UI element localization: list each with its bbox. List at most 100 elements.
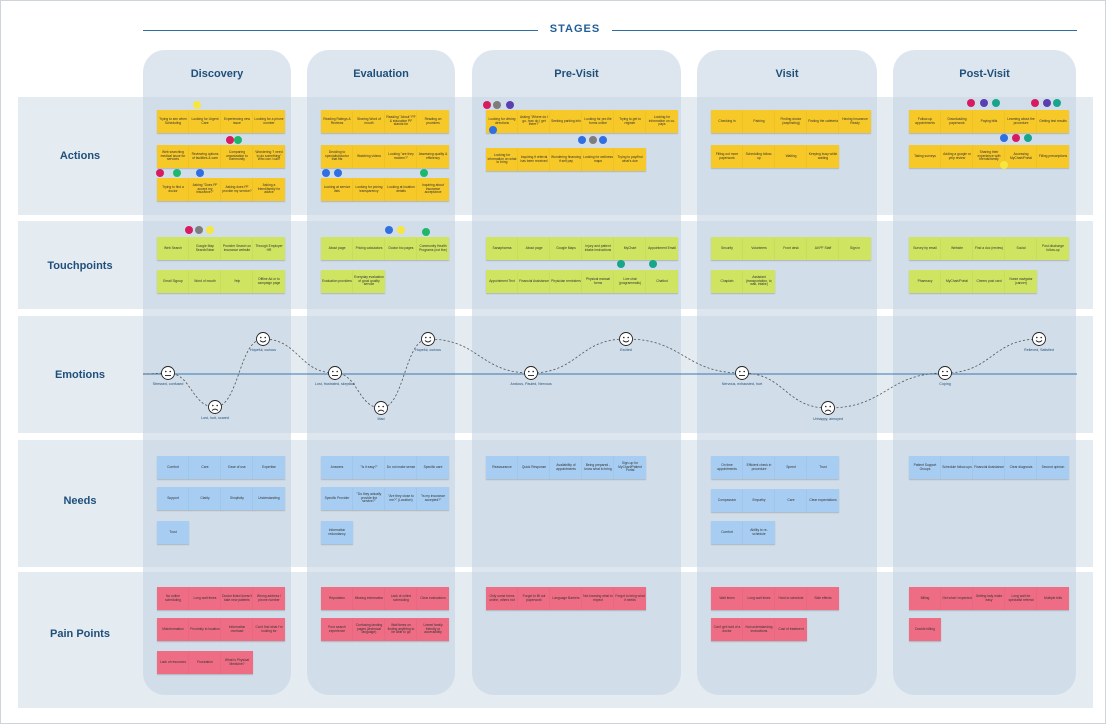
sticky-note-action[interactable]: Web searching medical issue for services	[157, 145, 189, 168]
sticky-note-touch[interactable]: Evaluation providers	[321, 270, 353, 293]
sticky-note-pain[interactable]: Lack of resources	[157, 651, 189, 674]
sticky-note-pain[interactable]: Can't find what I'm looking for	[253, 618, 285, 641]
sticky-note-action[interactable]: Finding doctor (wayfinding)	[775, 110, 807, 133]
sticky-note-action[interactable]: Deciding to specialist/doctor that fits	[321, 145, 353, 168]
sticky-note-action[interactable]: Looking for Urgent Care	[189, 110, 221, 133]
sticky-note-pain[interactable]: Frustration	[189, 651, 221, 674]
sticky-note-pain[interactable]: Cost of treatment	[775, 618, 807, 641]
sticky-note-touch[interactable]: Post discharge follow-up	[1037, 237, 1069, 260]
sticky-note-need[interactable]: Understanding	[253, 487, 285, 510]
sticky-note-pain[interactable]: Multiple bills	[1037, 587, 1069, 610]
sticky-note-action[interactable]: Looking for information on what to bring	[486, 148, 518, 171]
sticky-note-need[interactable]: Care	[775, 489, 807, 512]
sticky-note-touch[interactable]: Appointment Text	[486, 270, 518, 293]
sticky-note-need[interactable]: Ability to re-schedule	[743, 521, 775, 544]
sticky-note-touch[interactable]: Google Map Search/Near	[189, 237, 221, 260]
sticky-note-action[interactable]: Getting test results	[1037, 110, 1069, 133]
sticky-note-action[interactable]: Sharing Word of mouth	[353, 110, 385, 133]
sticky-note-action[interactable]: Scheduling follow-up	[743, 145, 775, 168]
sticky-note-action[interactable]: Asking a friend/family for advice	[253, 178, 285, 201]
sticky-note-need[interactable]: Specific care	[417, 456, 449, 479]
sticky-note-touch[interactable]: Find a doc (review)	[973, 237, 1005, 260]
sticky-note-need[interactable]: Being prepared - know what to bring	[582, 456, 614, 479]
sticky-note-touch[interactable]: Injury and patient intake instructions	[582, 237, 614, 260]
sticky-note-need[interactable]: Do not make sense	[385, 456, 417, 479]
sticky-note-need[interactable]: Simplicity	[221, 487, 253, 510]
sticky-note-action[interactable]: Wondering "I need to do something" Who c…	[253, 145, 285, 168]
sticky-note-action[interactable]: Filling out more paperwork	[711, 145, 743, 168]
sticky-note-touch[interactable]: Everyday evaluation of good quality serv…	[353, 270, 385, 293]
sticky-note-touch[interactable]: Web Search	[157, 237, 189, 260]
sticky-note-pain[interactable]: Poor search experience	[321, 618, 353, 641]
sticky-note-pain[interactable]: Missing information	[353, 587, 385, 610]
sticky-note-touch[interactable]: Pharmacy	[909, 270, 941, 293]
sticky-note-pain[interactable]: Billing	[909, 587, 941, 610]
sticky-note-pain[interactable]: Getting lady make easy	[973, 587, 1005, 610]
sticky-note-action[interactable]: Checking in	[711, 110, 743, 133]
sticky-note-need[interactable]: "Is it easy?"	[353, 456, 385, 479]
sticky-note-pain[interactable]: What is Physical Medicine?	[221, 651, 253, 674]
sticky-note-action[interactable]: Trying to get to register	[614, 110, 646, 133]
sticky-note-need[interactable]: Specific Provider	[321, 487, 353, 510]
sticky-note-touch[interactable]: Physician reminders	[550, 270, 582, 293]
sticky-note-action[interactable]: Watching videos	[353, 145, 385, 168]
sticky-note-touch[interactable]: Pricing calculators	[353, 237, 385, 260]
sticky-note-action[interactable]: Experiencing new issue	[221, 110, 253, 133]
sticky-note-pain[interactable]: Wrong address / phone number	[253, 587, 285, 610]
sticky-note-touch[interactable]: Word of mouth	[189, 270, 221, 293]
sticky-note-touch[interactable]: Nurse navigator (cancer)	[1005, 270, 1037, 293]
sticky-note-touch[interactable]: MyChart	[614, 237, 646, 260]
sticky-note-need[interactable]: Reassurance	[486, 456, 518, 479]
sticky-note-need[interactable]: Answers	[321, 456, 353, 479]
sticky-note-pain[interactable]: Doctor listed doesn't take new patients	[221, 587, 253, 610]
sticky-note-pain[interactable]: Wait times	[711, 587, 743, 610]
sticky-note-action[interactable]: Looking "are they modern?"	[385, 145, 417, 168]
sticky-note-need[interactable]: Speed	[775, 456, 807, 479]
sticky-note-touch[interactable]: Cheers post card	[973, 270, 1005, 293]
sticky-note-action[interactable]: Paying bills	[973, 110, 1005, 133]
sticky-note-need[interactable]: "Is my insurance accepted?"	[417, 487, 449, 510]
sticky-note-action[interactable]: Wondering financing if self pay	[550, 148, 582, 171]
sticky-note-pain[interactable]: Proximity to location	[189, 618, 221, 641]
sticky-note-pain[interactable]: Lack of online scheduling	[385, 587, 417, 610]
sticky-note-need[interactable]: On time appointments	[711, 456, 743, 479]
sticky-note-touch[interactable]: Through Employer HR	[253, 237, 285, 260]
sticky-note-pain[interactable]: Forgot to bring what it needs	[614, 587, 646, 610]
sticky-note-need[interactable]: Schedule follow-ups	[941, 456, 973, 479]
sticky-note-touch[interactable]: Offline Ad or to campaign page	[253, 270, 285, 293]
sticky-note-touch[interactable]: Survey by email	[909, 237, 941, 260]
sticky-note-action[interactable]: Inquiring about insurance acceptance	[417, 178, 449, 201]
sticky-note-action[interactable]: Looking for pricing transparency	[353, 178, 385, 201]
sticky-note-action[interactable]: Asking "Does PF accept my insurance?"	[189, 178, 221, 201]
sticky-note-touch[interactable]: Front desk	[775, 237, 807, 260]
sticky-note-pain[interactable]: Only some forms online, others not	[486, 587, 518, 610]
sticky-note-touch[interactable]: Appointment Email	[646, 237, 678, 260]
sticky-note-action[interactable]: Taking surveys	[909, 145, 941, 168]
sticky-note-action[interactable]: Seeking parking info	[550, 110, 582, 133]
sticky-note-action[interactable]: Waiting	[775, 145, 807, 168]
sticky-note-pain[interactable]: Wait times on finding anything to be abl…	[385, 618, 417, 641]
sticky-note-touch[interactable]: Volunteers	[743, 237, 775, 260]
sticky-note-action[interactable]: Asking "Where do I go, how do I get ther…	[518, 110, 550, 133]
sticky-note-touch[interactable]: Doctor bio pages	[385, 237, 417, 260]
sticky-note-touch[interactable]: Yelp	[221, 270, 253, 293]
sticky-note-need[interactable]: Comfort	[157, 456, 189, 479]
sticky-note-action[interactable]: Looking at service lists	[321, 178, 353, 201]
sticky-note-need[interactable]: "Do they actually provide the service?"	[353, 487, 385, 510]
sticky-note-pain[interactable]: Side effects	[807, 587, 839, 610]
sticky-note-pain[interactable]: No online scheduling	[157, 587, 189, 610]
sticky-note-touch[interactable]: Chatbot	[646, 270, 678, 293]
sticky-note-need[interactable]: Care	[189, 456, 221, 479]
sticky-note-need[interactable]: Trust	[807, 456, 839, 479]
sticky-note-need[interactable]: "Are they close to me?" (Location)	[385, 487, 417, 510]
sticky-note-touch[interactable]: Sanapharma	[486, 237, 518, 260]
sticky-note-pain[interactable]: Hard to schedule	[775, 587, 807, 610]
sticky-note-need[interactable]: Sign-up for MyChart/Patient Portal	[614, 456, 646, 479]
sticky-note-touch[interactable]: Physical manual forms	[582, 270, 614, 293]
sticky-note-pain[interactable]: Unmet family friendly or accessibility	[417, 618, 449, 641]
sticky-note-action[interactable]: Asking does PF provide my service?	[221, 178, 253, 201]
sticky-note-pain[interactable]: Confusing landing pages (technical langu…	[353, 618, 385, 641]
sticky-note-need[interactable]: Comfort	[711, 521, 743, 544]
sticky-note-action[interactable]: Adding a google or yelp review	[941, 145, 973, 168]
sticky-note-pain[interactable]: Misinformation	[157, 618, 189, 641]
